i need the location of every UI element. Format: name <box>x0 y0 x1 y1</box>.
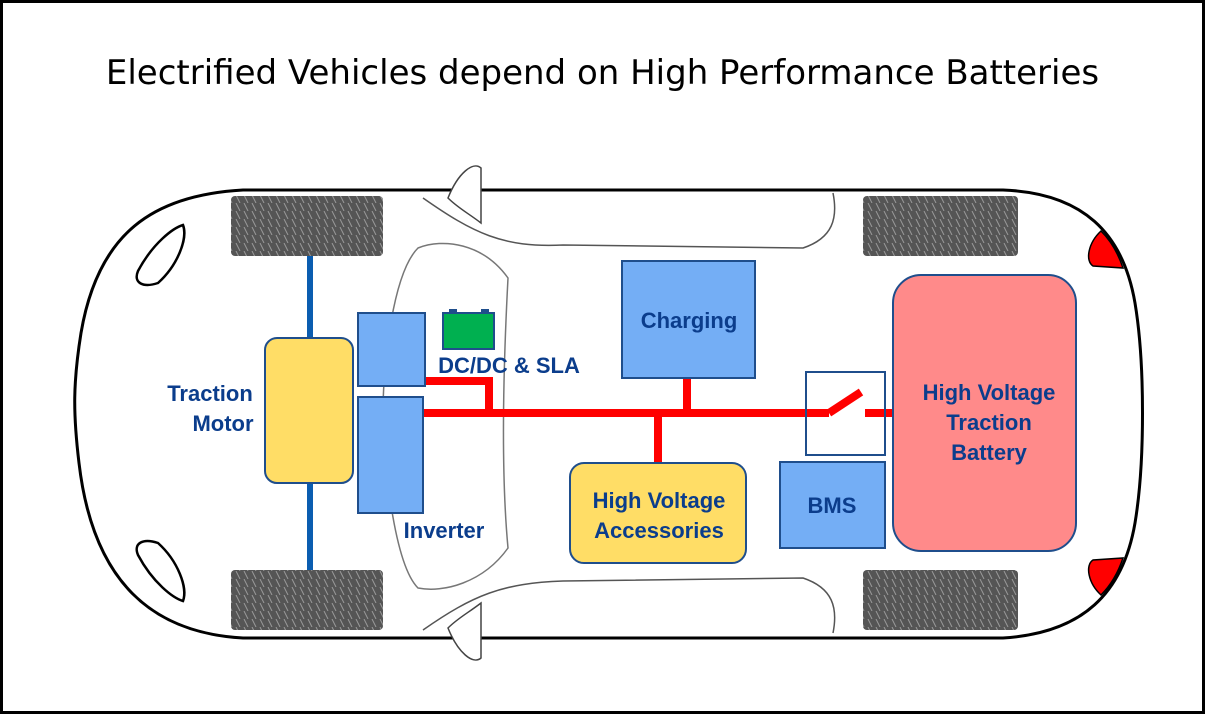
traction-battery-label: Battery <box>951 440 1028 465</box>
tire-front-top <box>231 196 383 256</box>
tire-rear-bottom <box>863 570 1018 630</box>
high-voltage-wiring <box>423 377 893 463</box>
traction-battery-box <box>892 274 1077 552</box>
sla-battery-terminal <box>481 309 489 313</box>
charging-label: Charging <box>641 308 738 333</box>
tire-rear-top <box>863 196 1018 256</box>
inverter-box <box>357 396 424 514</box>
sla-battery-terminal <box>449 309 457 313</box>
traction-battery-label: Traction <box>946 410 1032 435</box>
mirror-bottom <box>447 601 482 661</box>
traction-motor-box <box>264 337 354 484</box>
accessories-label: High Voltage <box>593 488 726 513</box>
tail-light-bottom <box>1087 557 1125 597</box>
dcdc-box <box>357 312 426 387</box>
cabin-outline-bottom <box>422 577 836 634</box>
inverter-label: Inverter <box>404 518 485 543</box>
hood-outline <box>382 242 509 590</box>
accessories-label: Accessories <box>594 518 724 543</box>
sla-battery-icon <box>442 312 495 350</box>
cabin-outline <box>422 192 836 249</box>
tire-front-bottom <box>231 570 383 630</box>
traction-motor-label: Motor <box>192 411 254 436</box>
accessories-box <box>569 462 747 564</box>
charging-box <box>621 260 756 379</box>
headlight-top <box>135 223 186 287</box>
tail-light-top <box>1087 229 1125 269</box>
contactor-switch-box <box>805 371 886 456</box>
traction-battery-label: High Voltage <box>923 380 1056 405</box>
bms-box <box>779 461 886 549</box>
bms-label: BMS <box>808 493 857 518</box>
diagram-title: Electrified Vehicles depend on High Perf… <box>105 53 1100 93</box>
mirror-top <box>447 165 482 225</box>
vehicle-diagram: Traction Motor DC/DC & SLA Inverter Char… <box>73 165 1144 661</box>
headlight-bottom <box>135 539 186 603</box>
traction-motor-label: Traction <box>167 381 253 406</box>
dcdc-label: DC/DC & SLA <box>438 353 580 378</box>
